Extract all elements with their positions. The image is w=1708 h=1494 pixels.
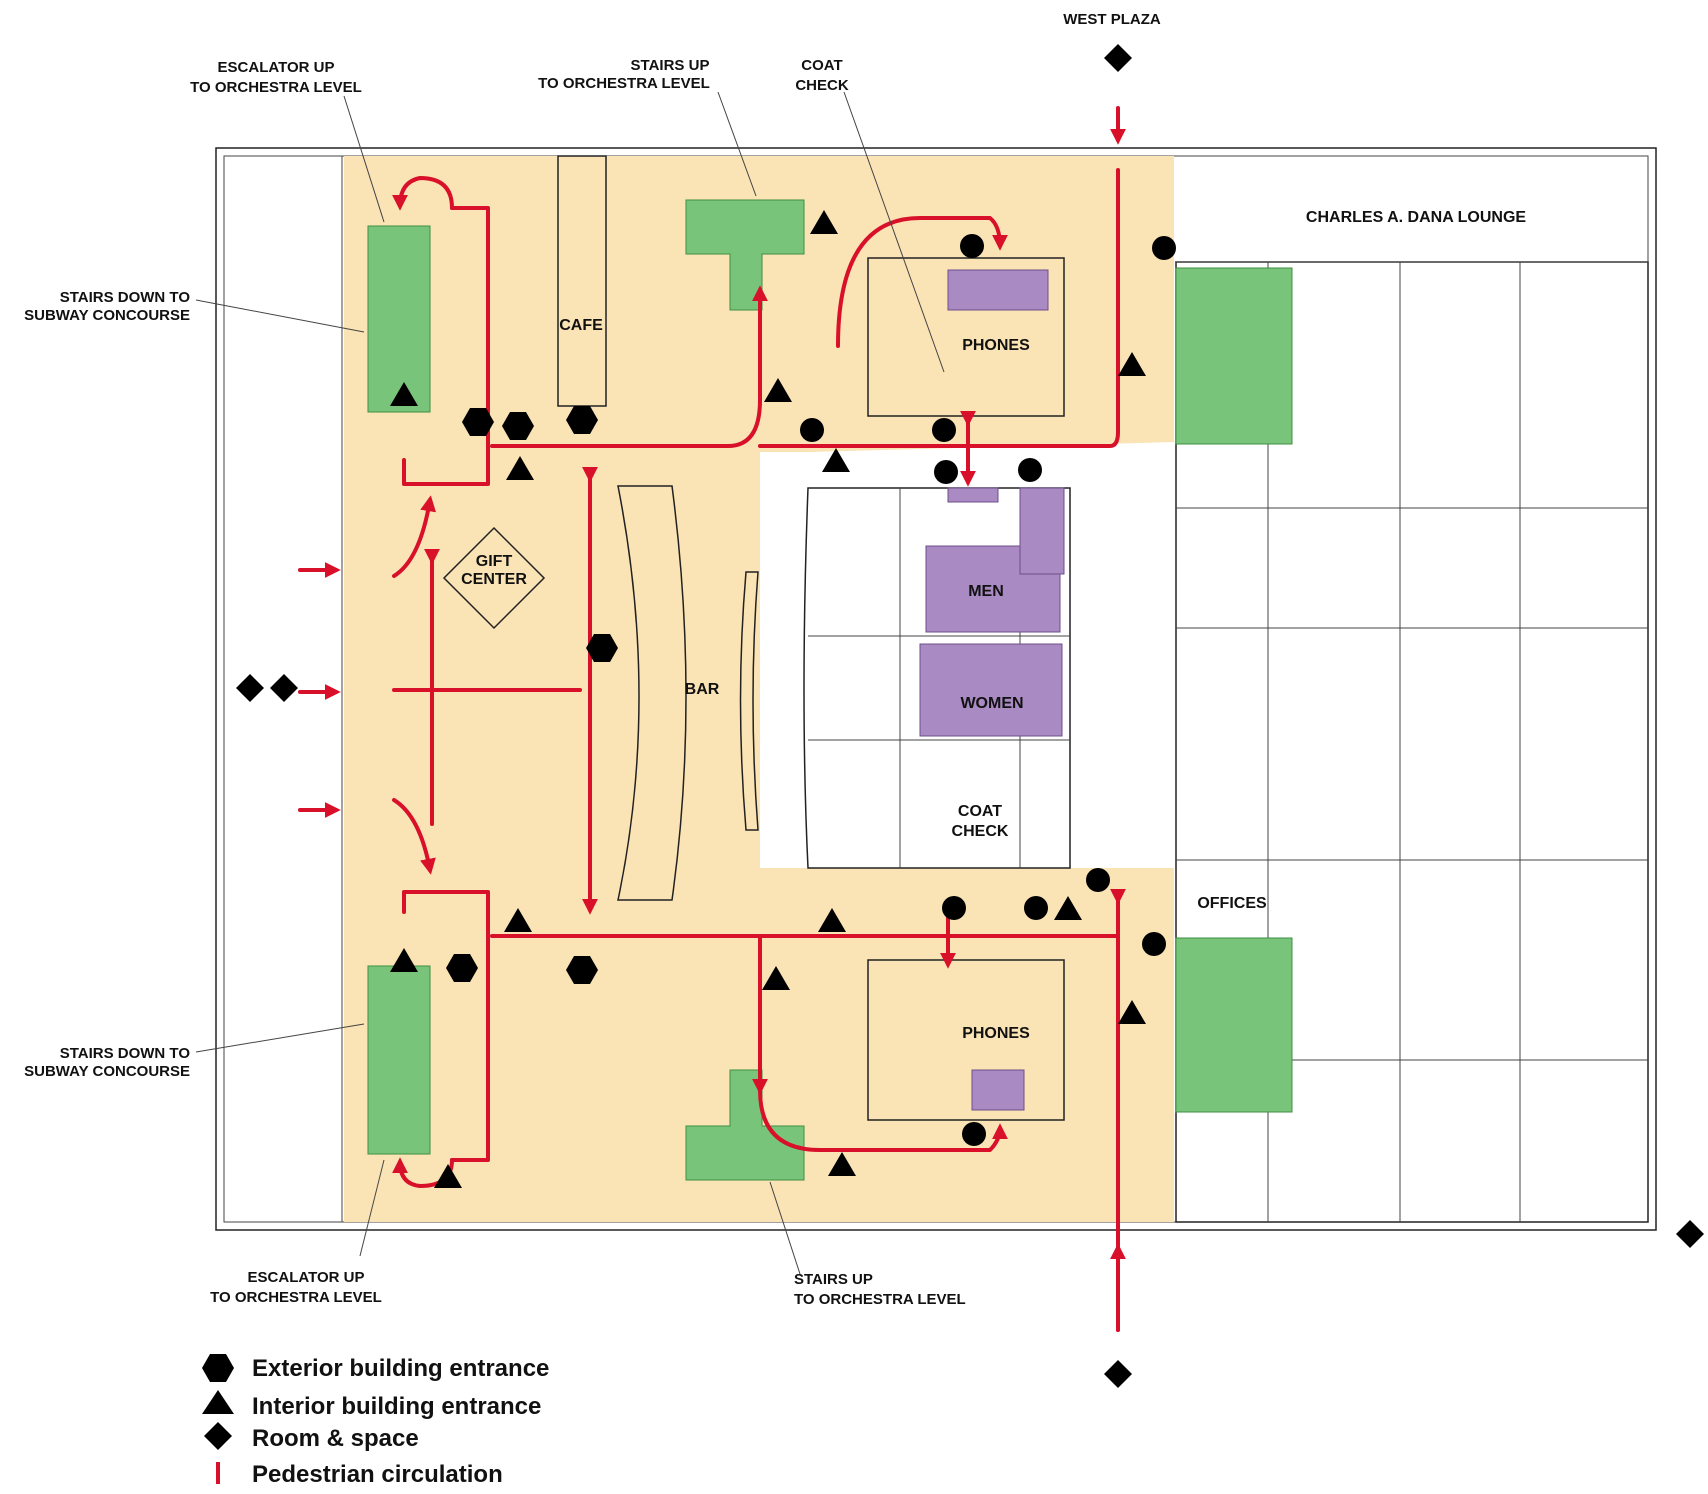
circle-marker xyxy=(932,418,956,442)
restroom-vestibule xyxy=(947,487,999,503)
circle-marker xyxy=(962,1122,986,1146)
stairs-down-top-label-2: SUBWAY CONCOURSE xyxy=(24,307,190,324)
legend-label-circulation: Pedestrian circulation xyxy=(252,1461,503,1488)
triangle-marker xyxy=(822,448,850,472)
triangle-marker xyxy=(762,966,790,990)
diamond-marker xyxy=(1104,44,1132,72)
escalator-top-label-2: TO ORCHESTRA LEVEL xyxy=(190,79,362,96)
stairs-up-bottom-label-2: TO ORCHESTRA LEVEL xyxy=(794,1291,966,1308)
west-vestibule xyxy=(223,155,343,1223)
bar-room xyxy=(617,485,759,901)
diamond-marker xyxy=(270,674,298,702)
circle-markers xyxy=(800,234,1176,1146)
stairs-down-bottom-label-1: STAIRS DOWN TO xyxy=(60,1045,191,1062)
gift-center-outline xyxy=(442,526,546,630)
hexagon-marker xyxy=(566,406,598,434)
triangle-marker xyxy=(1118,352,1146,376)
diamond-marker xyxy=(236,674,264,702)
room-space-markers xyxy=(236,44,1704,1388)
phones-bottom-room xyxy=(867,959,1065,1121)
offices-label: OFFICES xyxy=(1197,895,1267,912)
cafe-label: CAFE xyxy=(559,317,603,334)
triangle-marker xyxy=(764,378,792,402)
circle-marker xyxy=(1142,932,1166,956)
triangle-marker xyxy=(504,908,532,932)
circle-marker xyxy=(1152,236,1176,260)
triangle-marker xyxy=(828,1152,856,1176)
triangle-marker xyxy=(434,1164,462,1188)
circle-marker xyxy=(1024,896,1048,920)
men-label: MEN xyxy=(968,583,1004,600)
callouts: ESCALATOR UP TO ORCHESTRA LEVEL STAIRS U… xyxy=(24,11,1161,1308)
escalator-top xyxy=(367,225,431,413)
coat-check-top-label-1: COAT xyxy=(801,57,842,74)
triangle-marker xyxy=(818,908,846,932)
legend-label-exterior: Exterior building entrance xyxy=(252,1355,549,1382)
triangle-marker xyxy=(390,382,418,406)
triangle-marker xyxy=(390,948,418,972)
triangle-marker xyxy=(1118,1000,1146,1024)
stairs-up-top-label-2: TO ORCHESTRA LEVEL xyxy=(538,75,710,92)
pedestrian-circulation xyxy=(298,106,1126,1332)
west-plaza-label: WEST PLAZA xyxy=(1063,11,1161,28)
phones-top-booths xyxy=(947,269,1049,311)
men-room-annex xyxy=(1019,487,1065,575)
circle-marker xyxy=(960,234,984,258)
stairs-down-top-label-1: STAIRS DOWN TO xyxy=(60,289,191,306)
lounge-label: CHARLES A. DANA LOUNGE xyxy=(1306,209,1526,226)
stairs-offices xyxy=(1175,937,1293,1113)
bar-label: BAR xyxy=(685,681,720,698)
triangle-marker xyxy=(506,456,534,480)
hexagon-marker xyxy=(462,408,494,436)
legend-label-room: Room & space xyxy=(252,1425,419,1452)
legend-triangle-icon xyxy=(202,1390,234,1414)
triangle-marker xyxy=(810,210,838,234)
escalator-bottom-label-2: TO ORCHESTRA LEVEL xyxy=(210,1289,382,1306)
stairs-down-bottom-label-2: SUBWAY CONCOURSE xyxy=(24,1063,190,1080)
hexagon-marker xyxy=(446,954,478,982)
diamond-marker xyxy=(1676,1220,1704,1248)
escalator-bottom xyxy=(367,965,431,1155)
room-labels: CHARLES A. DANA LOUNGE CAFE PHONES PHONE… xyxy=(461,209,1526,1042)
legend-hexagon-icon xyxy=(202,1354,234,1382)
legend-label-interior: Interior building entrance xyxy=(252,1393,541,1420)
stairs-lounge xyxy=(1175,267,1293,445)
circle-marker xyxy=(934,460,958,484)
legend-diamond-icon xyxy=(204,1422,232,1450)
diamond-marker xyxy=(1104,1360,1132,1388)
circle-marker xyxy=(800,418,824,442)
escalator-top-label-1: ESCALATOR UP xyxy=(218,59,335,76)
interior-entrance-markers xyxy=(390,210,1146,1188)
circle-marker xyxy=(942,896,966,920)
callout-leaders xyxy=(195,91,945,1275)
coat-check-top-label-2: CHECK xyxy=(795,77,849,94)
hexagon-marker xyxy=(586,634,618,662)
stair-blocks xyxy=(367,199,1293,1181)
gift-center-label-1: GIFT xyxy=(476,553,513,570)
coat-check-label-1: COAT xyxy=(958,803,1002,820)
triangle-marker xyxy=(1054,896,1082,920)
circle-marker xyxy=(1086,868,1110,892)
circle-marker xyxy=(1018,458,1042,482)
gift-center-label-2: CENTER xyxy=(461,571,527,588)
coat-check-label-2: CHECK xyxy=(952,823,1009,840)
restroom-areas xyxy=(919,269,1065,1111)
phones-bottom-label: PHONES xyxy=(962,1025,1030,1042)
stairs-up-top-label-1: STAIRS UP xyxy=(631,57,710,74)
women-room xyxy=(919,643,1063,737)
hexagon-marker xyxy=(566,956,598,984)
legend: Exterior building entrance Interior buil… xyxy=(202,1354,549,1488)
stairs-up-bottom-label-1: STAIRS UP xyxy=(794,1271,873,1288)
phones-bottom-booth xyxy=(971,1069,1025,1111)
phones-top-label: PHONES xyxy=(962,337,1030,354)
escalator-bottom-label-1: ESCALATOR UP xyxy=(248,1269,365,1286)
women-label: WOMEN xyxy=(960,695,1023,712)
exterior-entrance-markers xyxy=(446,406,618,984)
hexagon-marker xyxy=(502,412,534,440)
